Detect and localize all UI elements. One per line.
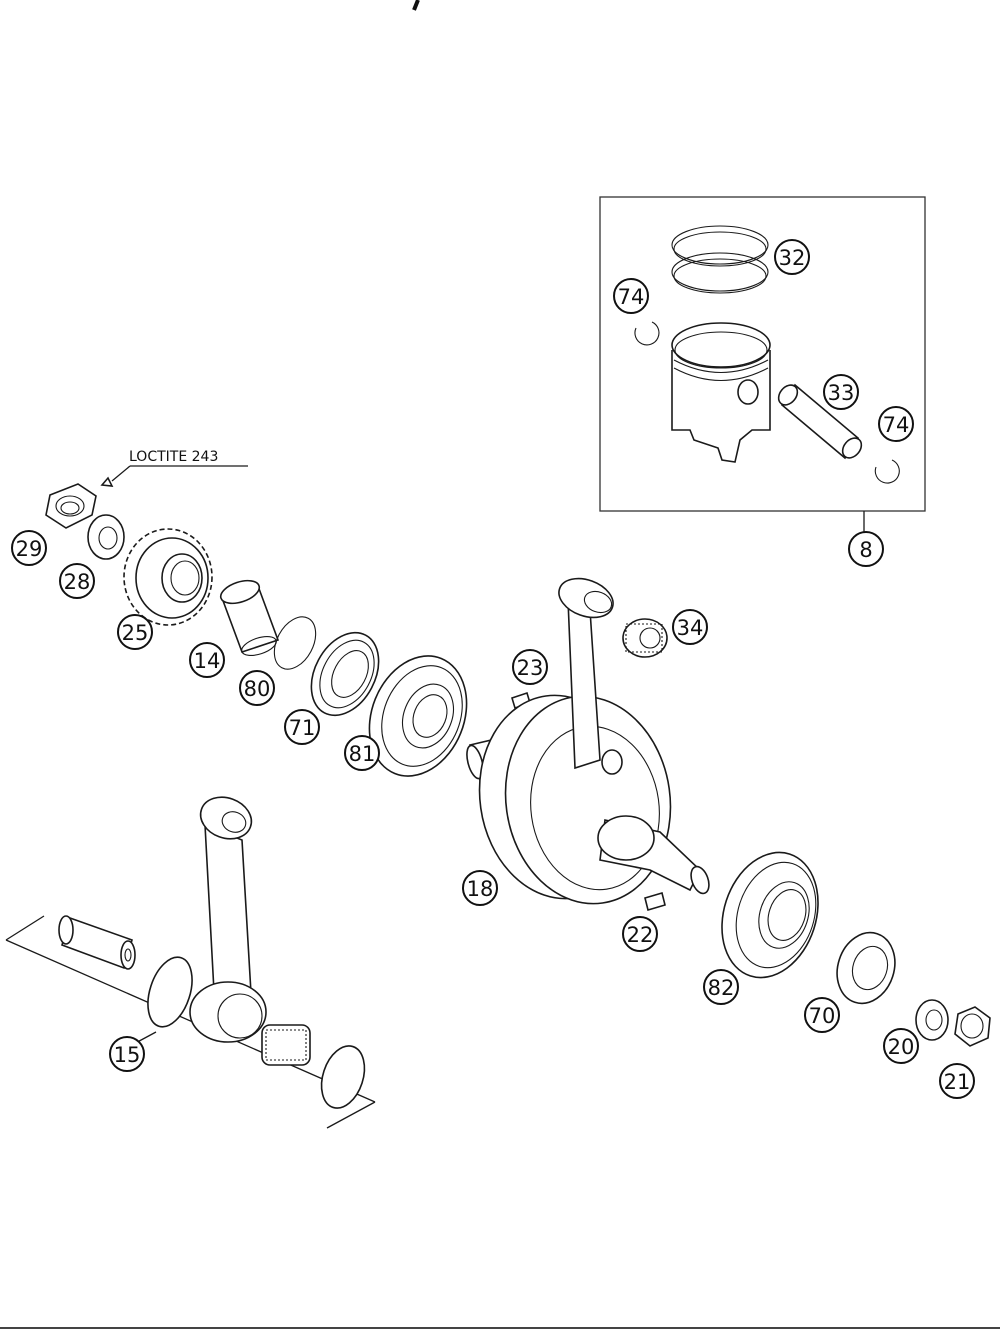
callout-15: 15 — [109, 1036, 145, 1072]
callout-number: 80 — [244, 677, 271, 701]
callout-number: 22 — [627, 923, 654, 947]
callout-20: 20 — [883, 1028, 919, 1064]
callout-21: 21 — [939, 1063, 975, 1099]
title-fragment — [412, 0, 420, 11]
callout-number: 18 — [467, 877, 494, 901]
loctite-label: LOCTITE 243 — [129, 449, 218, 465]
callout-8: 8 — [848, 531, 884, 567]
callout-number: 71 — [289, 716, 316, 740]
callout-circle — [613, 278, 649, 314]
callout-number: 29 — [16, 537, 43, 561]
callout-number: 20 — [888, 1035, 915, 1059]
bearing-82 — [721, 851, 819, 979]
callout-22: 22 — [622, 916, 658, 952]
connecting-rod-kit-15 — [5, 796, 376, 1129]
callout-number: 82 — [708, 976, 735, 1000]
callout-32: 32 — [774, 239, 810, 275]
callout-81: 81 — [344, 735, 380, 771]
piston-rings — [671, 225, 769, 294]
callout-circle — [462, 870, 498, 906]
callout-number: 81 — [349, 742, 376, 766]
piston-kit-frame — [599, 196, 926, 512]
callout-number: 28 — [64, 570, 91, 594]
crankshaft-18 — [466, 577, 710, 905]
callout-34: 34 — [672, 609, 708, 645]
bottom-rule — [0, 1327, 1000, 1329]
callout-74: 74 — [878, 406, 914, 442]
callout-82: 82 — [703, 969, 739, 1005]
loctite-note: LOCTITE 243 — [100, 449, 248, 487]
callout-29: 29 — [11, 530, 47, 566]
callout-circle — [703, 969, 739, 1005]
nut-29 — [45, 483, 97, 529]
bearing-81 — [368, 655, 468, 777]
callout-71: 71 — [284, 709, 320, 745]
callout-25: 25 — [117, 614, 153, 650]
callout-layer: 32 74 33 74 8 29 28 25 14 80 71 81 23 34 18 22 82 70 20 21 1… — [11, 239, 975, 1099]
woodruff-key-22 — [644, 891, 666, 912]
seal-71 — [310, 631, 380, 717]
callout-number: 23 — [517, 656, 544, 680]
callout-circle — [189, 642, 225, 678]
callout-circle — [239, 670, 275, 706]
callout-circle — [823, 374, 859, 410]
callout-circle — [774, 239, 810, 275]
callout-circle — [883, 1028, 919, 1064]
callout-circle — [512, 649, 548, 685]
callout-circle — [109, 1036, 145, 1072]
piston-pin — [777, 383, 863, 460]
callout-number: 8 — [859, 538, 872, 562]
callout-circle — [59, 563, 95, 599]
piston — [671, 322, 771, 463]
washer-28 — [87, 514, 125, 560]
callout-number: 74 — [883, 413, 910, 437]
gear-25 — [123, 528, 213, 626]
bushing-14 — [219, 579, 280, 656]
callout-80: 80 — [239, 670, 275, 706]
callout-23: 23 — [512, 649, 548, 685]
callout-number: 70 — [809, 1004, 836, 1028]
snap-ring — [634, 321, 660, 346]
callout-circle — [672, 609, 708, 645]
callout-circle — [622, 916, 658, 952]
callout-number: 15 — [114, 1043, 141, 1067]
callout-number: 74 — [618, 285, 645, 309]
callout-33: 33 — [823, 374, 859, 410]
callout-circle — [11, 530, 47, 566]
piston-kit-group — [599, 196, 926, 532]
snap-ring — [874, 459, 900, 484]
callout-circle — [284, 709, 320, 745]
washer-20 — [915, 999, 949, 1041]
callout-number: 14 — [194, 649, 221, 673]
callout-circle — [939, 1063, 975, 1099]
callout-74: 74 — [613, 278, 649, 314]
callout-28: 28 — [59, 563, 95, 599]
needle-bearing-34 — [622, 618, 668, 658]
callout-number: 32 — [779, 246, 806, 270]
callout-circle — [848, 531, 884, 567]
callout-circle — [878, 406, 914, 442]
callout-number: 33 — [828, 381, 855, 405]
callout-circle — [117, 614, 153, 650]
callout-circle — [344, 735, 380, 771]
callout-number: 21 — [944, 1070, 971, 1094]
callout-number: 34 — [677, 616, 704, 640]
callout-18: 18 — [462, 870, 498, 906]
callout-number: 25 — [122, 621, 149, 645]
nut-21 — [954, 1006, 991, 1047]
o-ring-80 — [273, 616, 317, 670]
callout-70: 70 — [804, 997, 840, 1033]
callout-14: 14 — [189, 642, 225, 678]
callout-circle — [804, 997, 840, 1033]
seal-70 — [836, 931, 896, 1005]
